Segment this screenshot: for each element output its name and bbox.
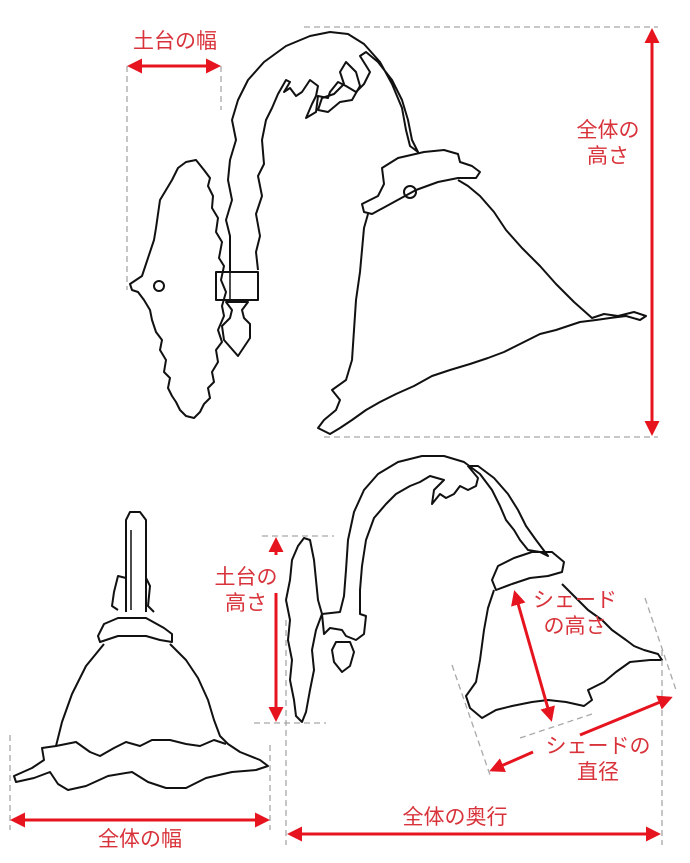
shade-height-label: シェード の高さ — [533, 588, 617, 638]
shade-height-arrow — [511, 590, 555, 722]
arm-outline — [225, 31, 419, 272]
shade-diameter-arrow-right — [579, 695, 673, 737]
total-depth-label: 全体の奥行 — [402, 805, 508, 829]
shade-diameter-label: シェードの 直径 — [545, 734, 651, 784]
front-shade-ruffle — [55, 739, 227, 757]
shade-outline — [317, 179, 647, 435]
side-view-small — [285, 455, 663, 723]
finial-drop — [221, 301, 251, 357]
front-shade-outline — [13, 643, 269, 791]
base-plate-outline — [129, 159, 227, 419]
side-view-large — [129, 31, 647, 435]
dimension-arrows — [9, 28, 673, 842]
front-gallery — [97, 617, 173, 643]
arm-collar — [215, 271, 259, 301]
base-height-label: 土台の 高さ — [214, 565, 278, 615]
base-width-label: 土台の幅 — [133, 29, 217, 53]
stem-outline — [125, 511, 147, 612]
small-shade-outline — [465, 583, 663, 719]
arm-scroll-detail — [317, 61, 361, 113]
shade-gallery — [361, 149, 481, 215]
stem-ornament-right — [145, 577, 155, 613]
small-arm-outline — [321, 455, 549, 641]
small-finial — [331, 641, 355, 673]
gallery-screw — [403, 185, 417, 199]
small-gallery — [491, 551, 565, 591]
small-base-plate — [285, 537, 323, 723]
shade-diameter-arrow-left — [489, 750, 534, 773]
front-view — [13, 511, 269, 791]
total-width-label: 全体の幅 — [98, 827, 182, 851]
stem-ornament-left — [111, 575, 127, 611]
guide-lines — [9, 26, 677, 845]
total-height-label: 全体の 高さ — [576, 118, 640, 168]
mounting-hole — [153, 280, 165, 292]
